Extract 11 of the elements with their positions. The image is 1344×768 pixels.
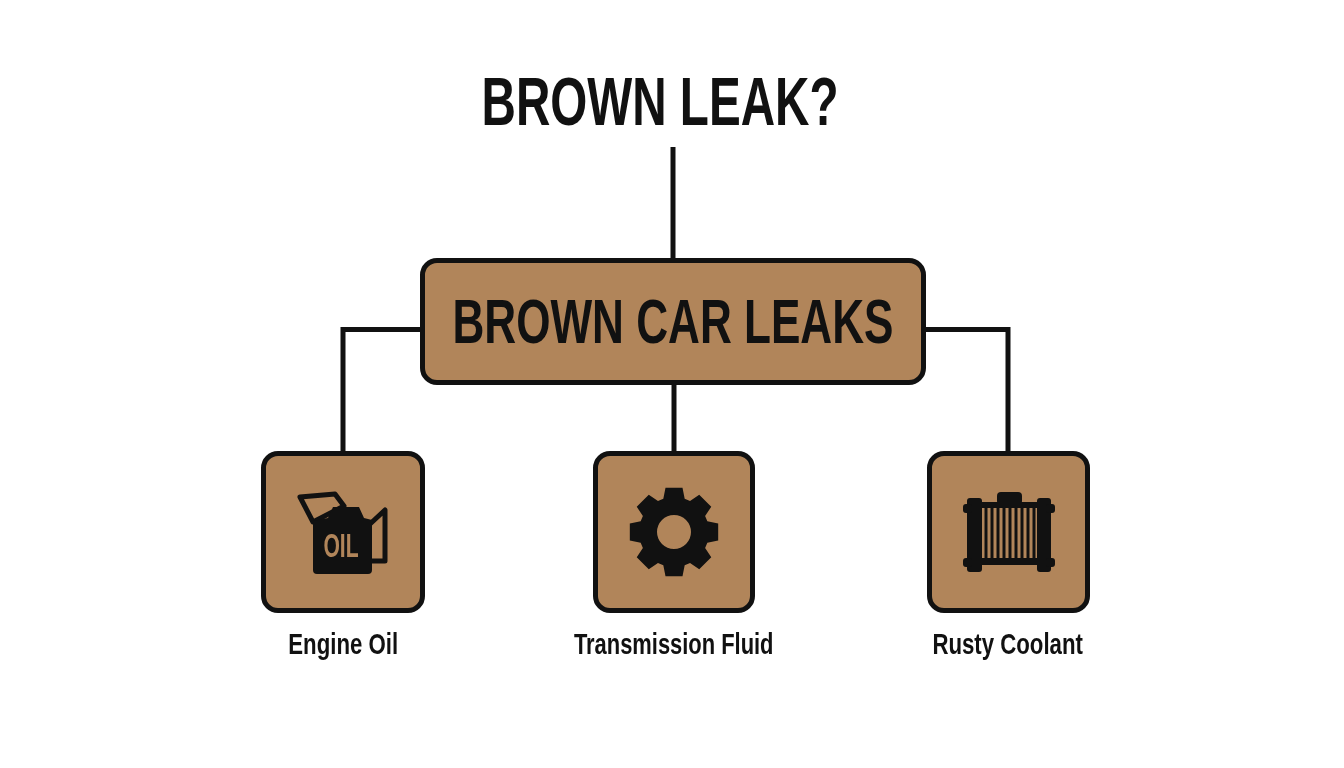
heading-text: BROWN LEAK?: [481, 67, 839, 135]
category-box: [420, 258, 926, 385]
connector-line: [670, 147, 676, 258]
node-caption: Engine Oil: [288, 629, 398, 659]
connector-line: [340, 327, 420, 451]
icon-text: OIL: [323, 529, 359, 562]
node-caption: Rusty Coolant: [932, 629, 1084, 659]
connector-line: [671, 385, 677, 451]
connector-line: [926, 327, 1011, 451]
box-title: BROWN CAR LEAKS: [452, 290, 894, 353]
node-caption: Transmission Fluid: [574, 629, 774, 659]
